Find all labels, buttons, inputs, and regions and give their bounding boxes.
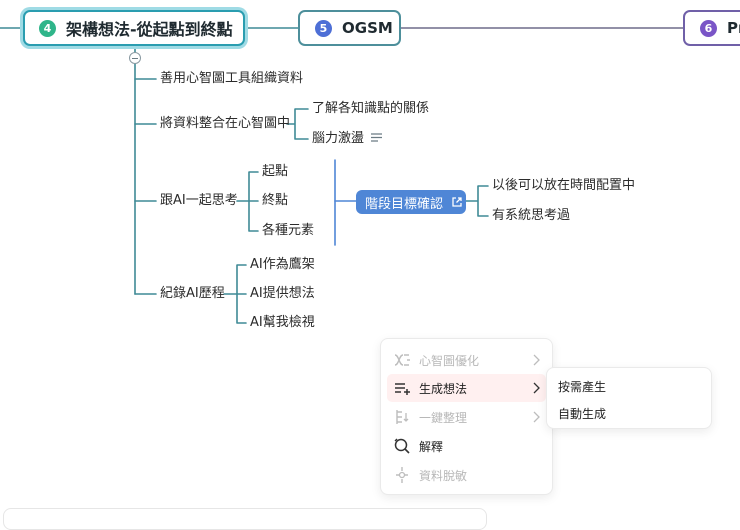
root-number-badge: 4 [39, 19, 56, 37]
leaf-node[interactable]: 有系統思考過 [492, 208, 571, 223]
generate-ideas-icon [395, 383, 410, 395]
branch-node[interactable]: 善用心智圖工具組織資料 [160, 71, 304, 86]
generate-ideas-submenu: 按需產生 自動生成 [546, 367, 712, 429]
leaf-node[interactable]: 終點 [262, 193, 289, 208]
menu-item-label: 資料脫敏 [419, 468, 468, 483]
topic-title: OGSM [342, 19, 393, 37]
explain-icon [394, 438, 410, 454]
branch-node[interactable]: 紀錄AI歷程 [160, 286, 225, 301]
pill-label: 階段目標確認 [365, 196, 444, 212]
chevron-right-icon [533, 382, 540, 394]
leaf-node[interactable]: 以後可以放在時間配置中 [492, 178, 636, 193]
bottom-panel [3, 508, 487, 530]
leaf-node[interactable]: AI提供想法 [250, 286, 315, 301]
menu-item-organize[interactable]: 一鍵整理 [387, 403, 546, 431]
submenu-item-on-demand[interactable]: 按需產生 [558, 380, 607, 394]
root-title: 架構想法-從起點到終點 [66, 20, 233, 39]
chevron-right-icon [533, 411, 540, 423]
menu-item-desensitize[interactable]: 資料脫敏 [387, 461, 546, 489]
desensitize-icon [396, 467, 408, 483]
branch-node[interactable]: 將資料整合在心智圖中 [160, 116, 291, 131]
leaf-node[interactable]: AI幫我檢視 [250, 315, 315, 330]
external-link-icon[interactable] [451, 196, 463, 208]
menu-item-label: 心智圖優化 [419, 353, 480, 368]
topic-node-ogsm[interactable]: 5 OGSM [298, 10, 401, 46]
leaf-node[interactable]: 各種元素 [262, 223, 315, 238]
menu-item-label: 一鍵整理 [419, 410, 468, 425]
menu-item-label: 生成想法 [419, 381, 468, 396]
leaf-node[interactable]: 起點 [262, 164, 289, 179]
ai-context-menu: 心智圖優化 生成想法 一鍵整理 解釋 資料脫敏 [380, 338, 553, 495]
topic-node-next[interactable]: 6 Pr [683, 10, 740, 46]
topic-number-badge: 5 [315, 19, 332, 37]
menu-item-label: 解釋 [419, 439, 444, 454]
notes-icon[interactable] [371, 133, 382, 142]
topic-title: Pr [727, 19, 740, 37]
menu-item-explain[interactable]: 解釋 [387, 432, 546, 460]
leaf-node[interactable]: 腦力激盪 [312, 131, 365, 146]
organize-icon [396, 410, 409, 424]
submenu-item-auto-generate[interactable]: 自動生成 [558, 407, 607, 421]
mindmap-connectors [0, 27, 684, 324]
menu-item-mindmap-optimize[interactable]: 心智圖優化 [387, 346, 546, 374]
root-node[interactable]: 4 架構想法-從起點到終點 [23, 10, 245, 46]
mindmap-optimize-icon [394, 354, 410, 366]
menu-item-generate-ideas[interactable]: 生成想法 [387, 374, 546, 402]
leaf-node[interactable]: AI作為鷹架 [250, 257, 315, 272]
collapse-toggle-button[interactable] [129, 52, 141, 64]
stage-goal-pill[interactable]: 階段目標確認 [356, 190, 466, 214]
minus-icon [132, 57, 138, 59]
topic-number-badge: 6 [700, 19, 717, 37]
chevron-right-icon [533, 354, 540, 366]
leaf-node[interactable]: 了解各知識點的關係 [312, 101, 430, 116]
branch-node[interactable]: 跟AI一起思考 [160, 193, 238, 208]
